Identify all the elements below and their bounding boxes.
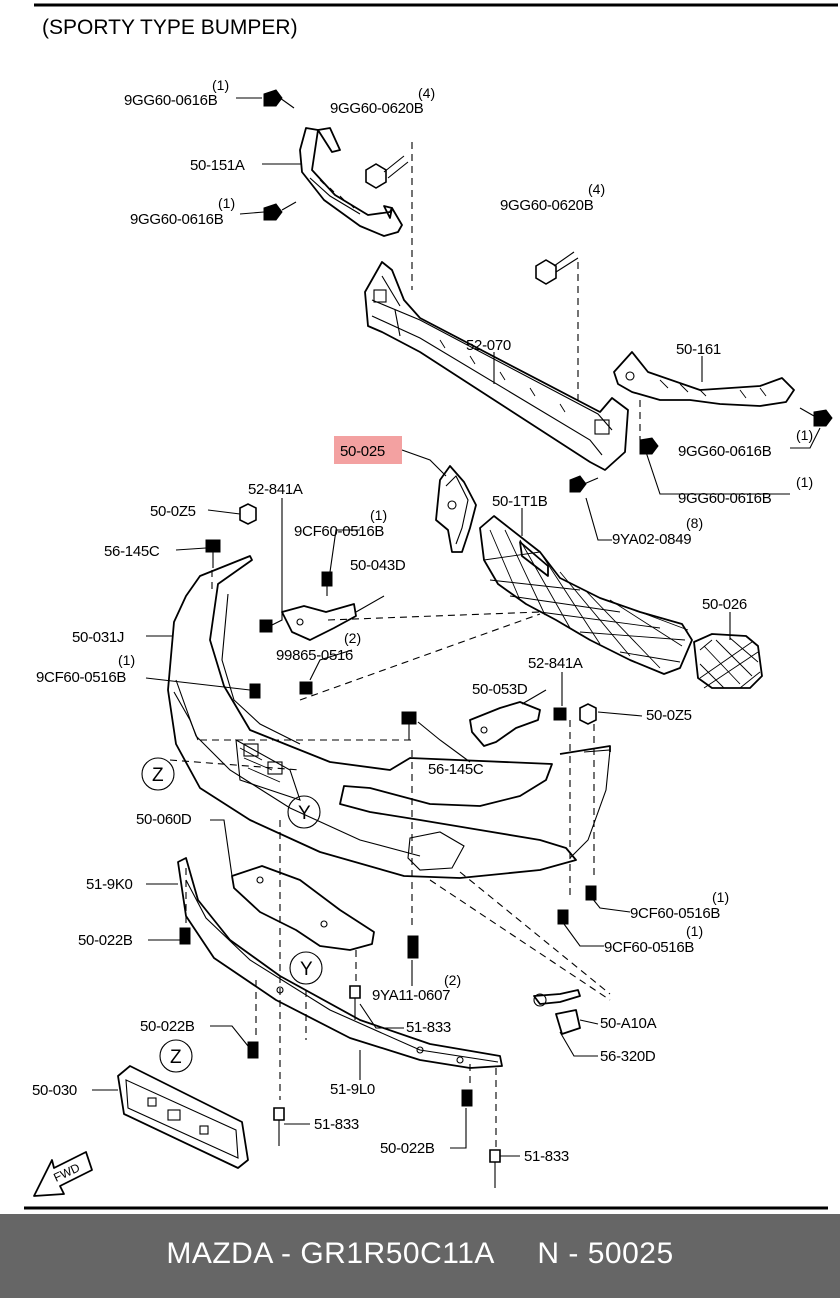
label-b25: 56-145C: [428, 761, 484, 778]
footer-bar: [0, 1214, 840, 1298]
label-b31: 9CF60-0516B: [630, 905, 720, 922]
label-b15: 9CF60-0516B: [294, 523, 384, 540]
label-b19: 99865-0516: [276, 647, 353, 664]
diagram-title: (SPORTY TYPE BUMPER): [42, 16, 298, 39]
label-b4: 9GG60-0616B: [130, 211, 224, 228]
qty-b31: (1): [712, 889, 729, 905]
fasteners: [179, 89, 833, 1188]
ref-circle-y-lower: [289, 951, 323, 985]
bracket-50-161: [613, 351, 795, 407]
label-b1: 9GG60-0616B: [124, 92, 218, 109]
label-b40: 50-030: [32, 1082, 77, 1099]
label-b20: 9CF60-0516B: [36, 669, 126, 686]
bracket-50-053D: [469, 701, 541, 747]
label-b21: 50-026: [702, 596, 747, 613]
label-b43: 50-022B: [380, 1140, 435, 1157]
ref-circle-y-upper: [287, 795, 321, 829]
label-b18: 50-031J: [72, 629, 124, 646]
qty-b12: (8): [686, 515, 703, 531]
label-b28: 50-060D: [136, 811, 192, 828]
label-b34: 9YA11-0607: [372, 987, 450, 1004]
label-b29: 51-9K0: [86, 876, 133, 893]
label-b37: 50-022B: [140, 1018, 195, 1035]
label-b17: 50-043D: [350, 557, 406, 574]
license-plate-bracket-50-030: [117, 1065, 249, 1169]
label-b3: 50-151A: [190, 157, 245, 174]
qty-b4: (1): [218, 195, 235, 211]
bumper-reinforcement: [364, 261, 629, 471]
label-b11: 50-1T1B: [492, 493, 548, 510]
label-b41: 51-9L0: [330, 1081, 375, 1098]
qty-b2: (4): [418, 85, 435, 101]
tow-hook-56-320D: [533, 989, 581, 1035]
leader-lines: [92, 97, 821, 1157]
qty-b19: (2): [344, 630, 361, 646]
label-b44: 51-833: [524, 1148, 569, 1165]
undercover-50-060D: [231, 865, 375, 951]
fog-cover-50-026: [693, 633, 763, 689]
label-b36: 50-A10A: [600, 1015, 657, 1032]
fwd-arrow-icon: FWD: [33, 1151, 93, 1197]
qty-b34: (2): [444, 972, 461, 988]
part-labels: (1) 9GG60-0616B (4) 9GG60-0620B 50-151A …: [32, 77, 813, 1165]
parts-diagram: (SPORTY TYPE BUMPER): [24, 3, 838, 1210]
label-b22: 52-841A: [528, 655, 583, 672]
label-b30: 50-022B: [78, 932, 133, 949]
qty-b15: (1): [370, 507, 387, 523]
qty-b1: (1): [212, 77, 229, 93]
ref-letter-z-upper: Z: [152, 765, 164, 786]
label-b2: 9GG60-0620B: [330, 100, 424, 117]
label-b23: 50-053D: [472, 681, 528, 698]
label-b35: 51-833: [406, 1019, 451, 1036]
qty-b8: (1): [796, 427, 813, 443]
qty-b9: (1): [796, 474, 813, 490]
lower-lip-spoiler: [177, 857, 503, 1069]
fwd-label: FWD: [51, 1160, 82, 1184]
assembly-lines: [169, 142, 641, 1148]
qty-b32: (1): [686, 923, 703, 939]
ref-circle-z-upper: [141, 757, 175, 791]
label-b38: 56-320D: [600, 1048, 656, 1065]
label-b6: 52-070: [466, 337, 511, 354]
label-b12: 9YA02-0849: [612, 531, 691, 548]
ref-letter-y-lower: Y: [300, 959, 313, 980]
label-b14: 52-841A: [248, 481, 303, 498]
label-b9: 9GG60-0616B: [678, 490, 772, 507]
label-b24: 50-0Z5: [646, 707, 692, 724]
part-number-caption: MAZDA - GR1R50C11A N - 50025: [166, 1237, 674, 1270]
highlight-box: [334, 436, 402, 464]
label-b7: 50-161: [676, 341, 721, 358]
bracket-50-043D: [281, 603, 357, 641]
ref-letter-y-upper: Y: [298, 803, 311, 824]
qty-b20: (1): [118, 652, 135, 668]
label-b32: 9CF60-0516B: [604, 939, 694, 956]
label-b5: 9GG60-0620B: [500, 197, 594, 214]
label-b8: 9GG60-0616B: [678, 443, 772, 460]
bumper-cover-50-031J: [167, 555, 611, 879]
qty-b5: (4): [588, 181, 605, 197]
grille-50-1T1B: [479, 515, 693, 675]
ref-letter-z-lower: Z: [170, 1047, 182, 1068]
label-b13: 50-0Z5: [150, 503, 196, 520]
bracket-50-151A: [299, 127, 403, 237]
label-b10: 50-025: [340, 443, 385, 460]
label-b16: 56-145C: [104, 543, 160, 560]
label-b42: 51-833: [314, 1116, 359, 1133]
ref-circle-z-lower: [159, 1039, 193, 1073]
bracket-50-025: [435, 465, 477, 553]
